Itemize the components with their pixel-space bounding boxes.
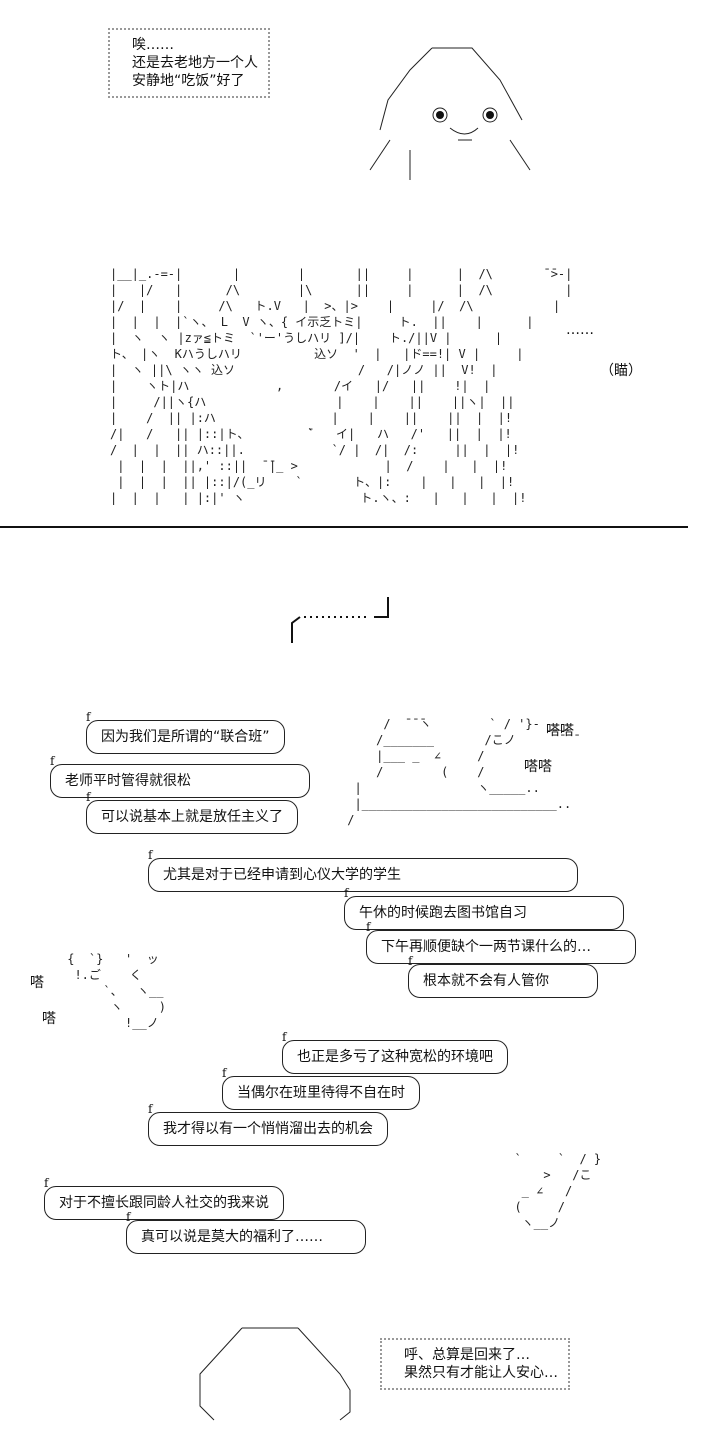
bottom-narration-box: 呼、总算是回来了… 果然只有才能让人安心… bbox=[380, 1338, 570, 1390]
bottom-head-outline bbox=[199, 1327, 351, 1421]
bubble-tick: f bbox=[86, 710, 91, 724]
bubble-7: f 根本就不会有人管你 bbox=[408, 954, 598, 998]
scene-ascii-art: |__|_.-=-| | | || | | /\ ̄ ̄>-| | |/ | /… bbox=[110, 267, 573, 505]
bubble-9: f 当偶尔在班里待得不自在时 bbox=[222, 1066, 420, 1110]
stare-sound: （瞄） bbox=[600, 363, 642, 379]
tap-sound-1: 嗒嗒 bbox=[546, 723, 574, 739]
bubble-10: f 我才得以有一个悄悄溜出去的机会 bbox=[148, 1102, 388, 1146]
tap-sound-2: 嗒嗒 bbox=[524, 759, 552, 775]
top-face-outline bbox=[369, 47, 531, 180]
bottom-line-2: 果然只有才能让人安心… bbox=[404, 1365, 558, 1381]
feet-ascii-left: { `} ' ッ !.ご く `、 ヽ__ ヽ ) !__ノ bbox=[67, 952, 166, 1030]
walking-figure-ascii: / ̄ ̄ ̄ヽ ` / '}- ___ /_______ /こノ ̄ ̄ ̄ … bbox=[347, 717, 574, 827]
bubble-tick: f bbox=[222, 1066, 227, 1080]
top-line-3: 安静地“吃饭”好了 bbox=[132, 73, 245, 89]
ellipsis-sound: …… bbox=[566, 322, 594, 338]
bottom-head-figure bbox=[190, 1322, 360, 1422]
bubble-tick: f bbox=[148, 1102, 153, 1116]
feet-ascii-right: ` ` / } > /こ _ ∠ / ( / ヽ__ノ bbox=[514, 1152, 602, 1230]
bubble-tick: f bbox=[126, 1210, 131, 1224]
bubble-12: f 真可以说是莫大的福利了…… bbox=[126, 1210, 366, 1254]
bubble-tick: f bbox=[282, 1030, 287, 1044]
bubble-tick: f bbox=[44, 1176, 49, 1190]
bubble-tick: f bbox=[344, 886, 349, 900]
bubble-5: f 午休的时候跑去图书馆自习 bbox=[344, 886, 624, 930]
bubble-tick: f bbox=[366, 920, 371, 934]
top-face-figure bbox=[350, 40, 540, 180]
top-line-1: 唉…… bbox=[132, 37, 174, 53]
bubble-tick: f bbox=[148, 848, 153, 862]
tap-sound-4: 嗒 bbox=[42, 1011, 56, 1027]
bubble-4: f 尤其是对于已经申请到心仪大学的学生 bbox=[148, 848, 578, 892]
top-narration-box: 唉…… 还是去老地方一个人 安静地“吃饭”好了 bbox=[108, 28, 270, 98]
top-line-2: 还是去老地方一个人 bbox=[132, 55, 258, 71]
bubble-tick: f bbox=[408, 954, 413, 968]
bubble-tick: f bbox=[50, 754, 55, 768]
bottom-line-1: 呼、总算是回来了… bbox=[404, 1347, 530, 1363]
bubble-tick: f bbox=[86, 790, 91, 804]
bubble-11: f 对于不擅长跟同龄人社交的我来说 bbox=[44, 1176, 284, 1220]
bubble-2: f 老师平时管得就很松 bbox=[50, 754, 310, 798]
bubble-6: f 下午再顺便缺个一两节课什么的… bbox=[366, 920, 636, 964]
bubble-1: f 因为我们是所谓的“联合班” bbox=[86, 710, 285, 754]
scene-transition-mark bbox=[290, 595, 390, 645]
bubble-8: f 也正是多亏了这种宽松的环境吧 bbox=[282, 1030, 508, 1074]
bubble-3: f 可以说基本上就是放任主义了 bbox=[86, 790, 298, 834]
scene-floor-line bbox=[0, 526, 688, 528]
tap-sound-3: 嗒 bbox=[30, 975, 44, 991]
